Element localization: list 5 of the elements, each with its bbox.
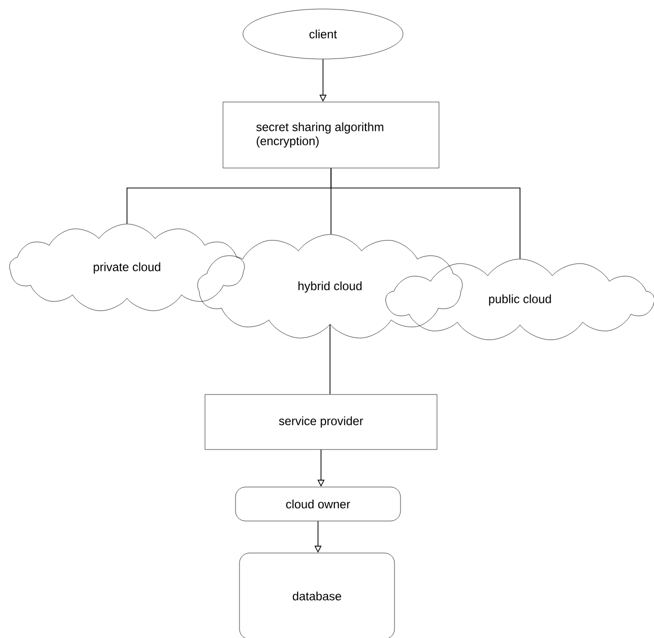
process-box: service provider (204, 394, 438, 450)
rounded-box: cloud owner (235, 486, 401, 522)
rounded-box: database (239, 552, 395, 638)
process-box: secret sharing algorithm (encryption) (222, 102, 440, 168)
connector-line (330, 168, 520, 260)
